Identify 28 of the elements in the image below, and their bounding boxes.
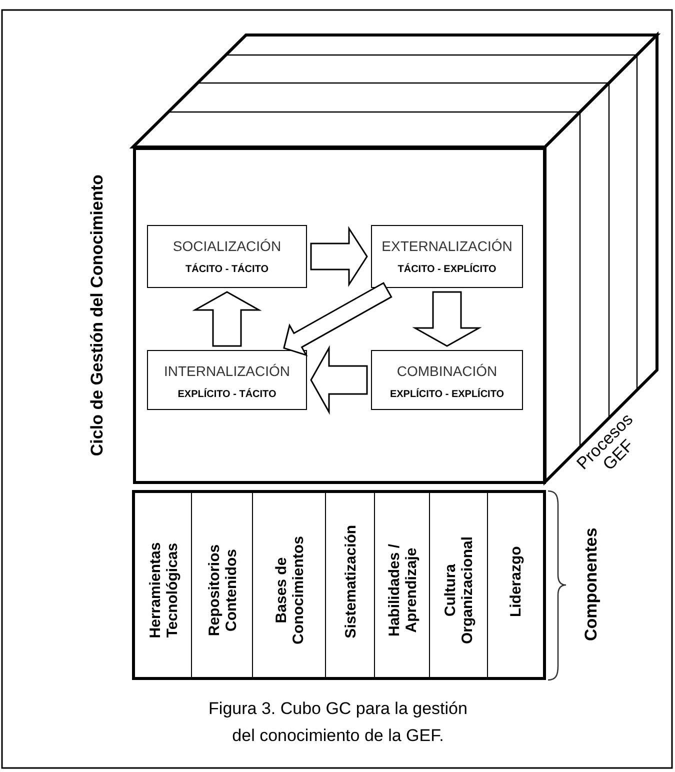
mode-title: EXTERNALIZACIÓN — [380, 238, 514, 254]
component-band — [132, 490, 546, 680]
bracket-label: Componentes — [582, 526, 602, 644]
component-label: Liderazgo — [506, 545, 524, 620]
block-arrow — [412, 291, 482, 347]
block-arrow — [283, 282, 392, 356]
component-label: Repositorios Contenidos — [205, 543, 240, 638]
axis-title: Ciclo de Gestión del Conocimiento — [88, 174, 108, 458]
mode-title: INTERNALIZACIÓN — [162, 363, 291, 379]
component-label: Habilidades / Aprendizaje — [385, 542, 420, 639]
component-label: Herramientas Tecnológicas — [146, 541, 181, 640]
mode-subtitle: TÁCITO - TÁCITO — [184, 264, 270, 275]
block-arrow — [310, 226, 368, 288]
mode-title: COMBINACIÓN — [396, 363, 498, 379]
mode-title: SOCIALIZACIÓN — [172, 238, 282, 254]
mode-subtitle: EXPLÍCITO - EXPLÍCITO — [388, 389, 506, 400]
component-label: Bases de Conocimientos — [272, 535, 307, 646]
process-box — [371, 225, 523, 288]
component-label: Cultura Organizacional — [442, 535, 476, 646]
mode-subtitle: TÁCITO - EXPLÍCITO — [396, 264, 498, 275]
process-box — [147, 350, 307, 410]
block-arrow — [310, 345, 368, 415]
component-label: Sistematización — [342, 524, 360, 640]
figure-caption: Figura 3. Cubo GC para la gestión del conocimiento de la GEF. — [208, 698, 468, 747]
process-box — [371, 350, 523, 410]
mode-subtitle: EXPLÍCITO - TÁCITO — [176, 389, 278, 400]
block-arrow — [192, 291, 262, 347]
process-box — [147, 225, 307, 288]
